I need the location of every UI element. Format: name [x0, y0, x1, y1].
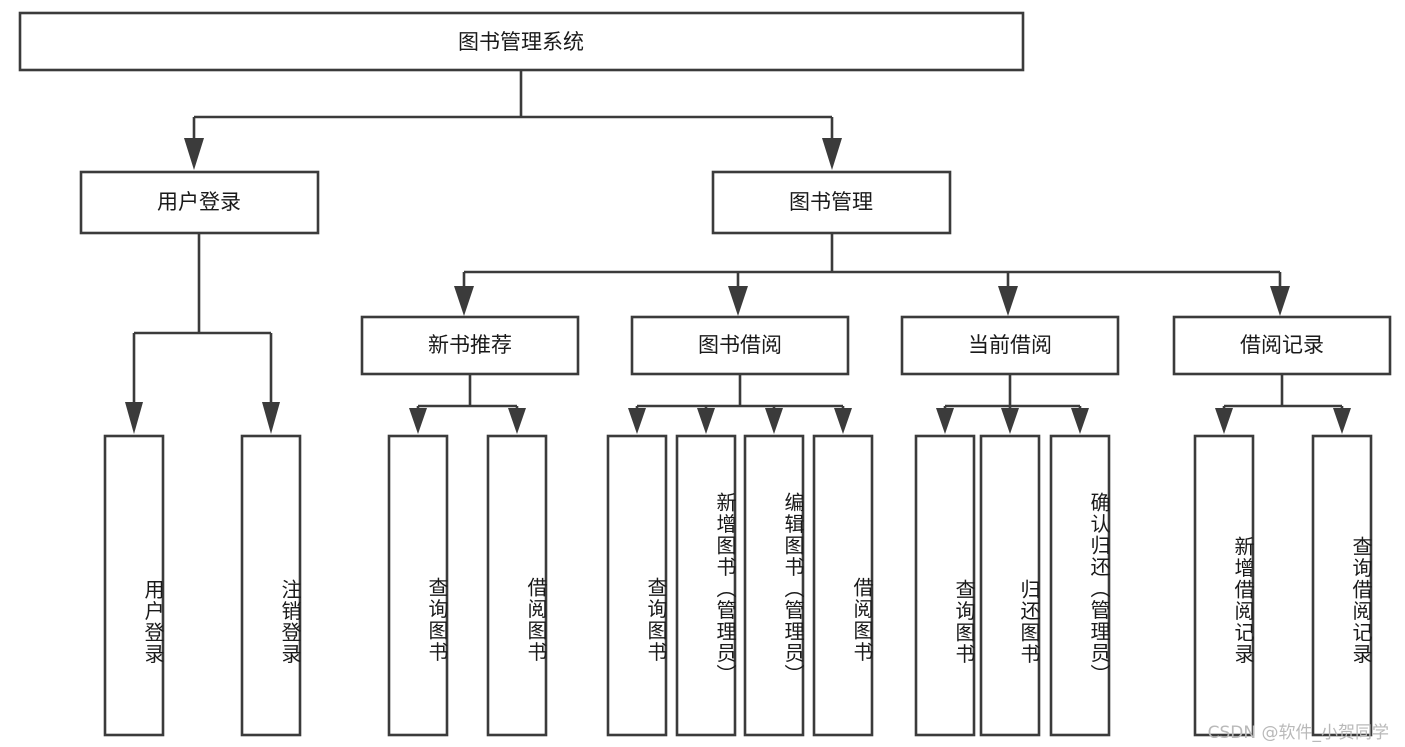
node-borrow-record-label: 借阅记录 [1240, 333, 1324, 357]
edge-group-root [184, 70, 842, 170]
node-root-label: 图书管理系统 [458, 30, 584, 54]
arrow-head-leaf-return-book [1001, 408, 1019, 434]
arrow-head-leaf-add-book [697, 408, 715, 434]
node-book-management-box[interactable] [711, 170, 952, 235]
node-book-management[interactable]: 图书管理 [711, 170, 952, 235]
leaf-box-edit-book[interactable] [743, 434, 805, 737]
node-root[interactable]: 图书管理系统 [18, 11, 1025, 72]
arrow-head-leaf-query-book-3 [936, 408, 954, 434]
leaf-box-user-login[interactable] [103, 434, 165, 737]
arrow-head-leaf-borrow-book-2 [834, 408, 852, 434]
node-new-book-recommend[interactable]: 新书推荐 [360, 315, 580, 376]
node-current-borrow-box[interactable] [900, 315, 1120, 376]
arrow-head-leaf-confirm-return [1071, 408, 1089, 434]
edge-group-book-management [454, 233, 1290, 316]
node-book-borrow-label: 图书借阅 [698, 333, 782, 357]
node-book-borrow-box[interactable] [630, 315, 850, 376]
arrow-head-leaf-logout [262, 402, 280, 434]
node-borrow-record[interactable]: 借阅记录 [1172, 315, 1392, 376]
arrow-head-current-borrow [998, 286, 1018, 316]
arrow-head-borrow-record [1270, 286, 1290, 316]
edge-group-user-login [125, 233, 280, 434]
node-user-login[interactable]: 用户登录 [79, 170, 320, 235]
leaf-box-query-book-1[interactable] [387, 434, 449, 737]
node-current-borrow[interactable]: 当前借阅 [900, 315, 1120, 376]
arrow-head-leaf-query-book-2 [628, 408, 646, 434]
node-user-login-label: 用户登录 [157, 190, 241, 214]
node-book-management-label: 图书管理 [789, 190, 873, 214]
leaf-box-borrow-book-2[interactable] [812, 434, 874, 737]
leaf-box-query-book-2[interactable] [606, 434, 668, 737]
edge-group-borrow-record [1215, 374, 1351, 434]
node-user-login-box[interactable] [79, 170, 320, 235]
arrow-head-leaf-edit-book [765, 408, 783, 434]
arrow-head-leaf-add-record [1215, 408, 1233, 434]
leaf-box-query-record[interactable] [1311, 434, 1373, 737]
arrow-head-leaf-borrow-book-1 [508, 408, 526, 434]
leaf-box-add-record[interactable] [1193, 434, 1255, 737]
arrow-head-leaf-user-login [125, 402, 143, 434]
leaf-box-logout[interactable] [240, 434, 302, 737]
edge-group-book-borrow [628, 374, 852, 434]
node-current-borrow-label: 当前借阅 [968, 333, 1052, 357]
leaf-box-confirm-return[interactable] [1049, 434, 1111, 737]
node-new-book-recommend-label: 新书推荐 [428, 333, 512, 357]
leaf-box-borrow-book-1[interactable] [486, 434, 548, 737]
leaf-boxes [103, 434, 1373, 737]
arrow-head-new-book-recommend [454, 286, 474, 316]
arrow-head-leaf-query-book-1 [409, 408, 427, 434]
edge-group-new-book-recommend [409, 374, 526, 434]
node-new-book-recommend-box[interactable] [360, 315, 580, 376]
arrow-head-user-login [184, 138, 204, 170]
arrow-head-leaf-query-record [1333, 408, 1351, 434]
csdn-watermark: CSDN @软件_小贺同学 [1207, 723, 1389, 743]
leaf-box-return-book[interactable] [979, 434, 1041, 737]
edge-group-current-borrow [936, 374, 1089, 434]
node-book-borrow[interactable]: 图书借阅 [630, 315, 850, 376]
node-borrow-record-box[interactable] [1172, 315, 1392, 376]
leaf-box-query-book-3[interactable] [914, 434, 976, 737]
leaf-box-add-book[interactable] [675, 434, 737, 737]
node-root-box[interactable] [18, 11, 1025, 72]
arrow-head-book-borrow [728, 286, 748, 316]
arrow-head-book-management [822, 138, 842, 170]
